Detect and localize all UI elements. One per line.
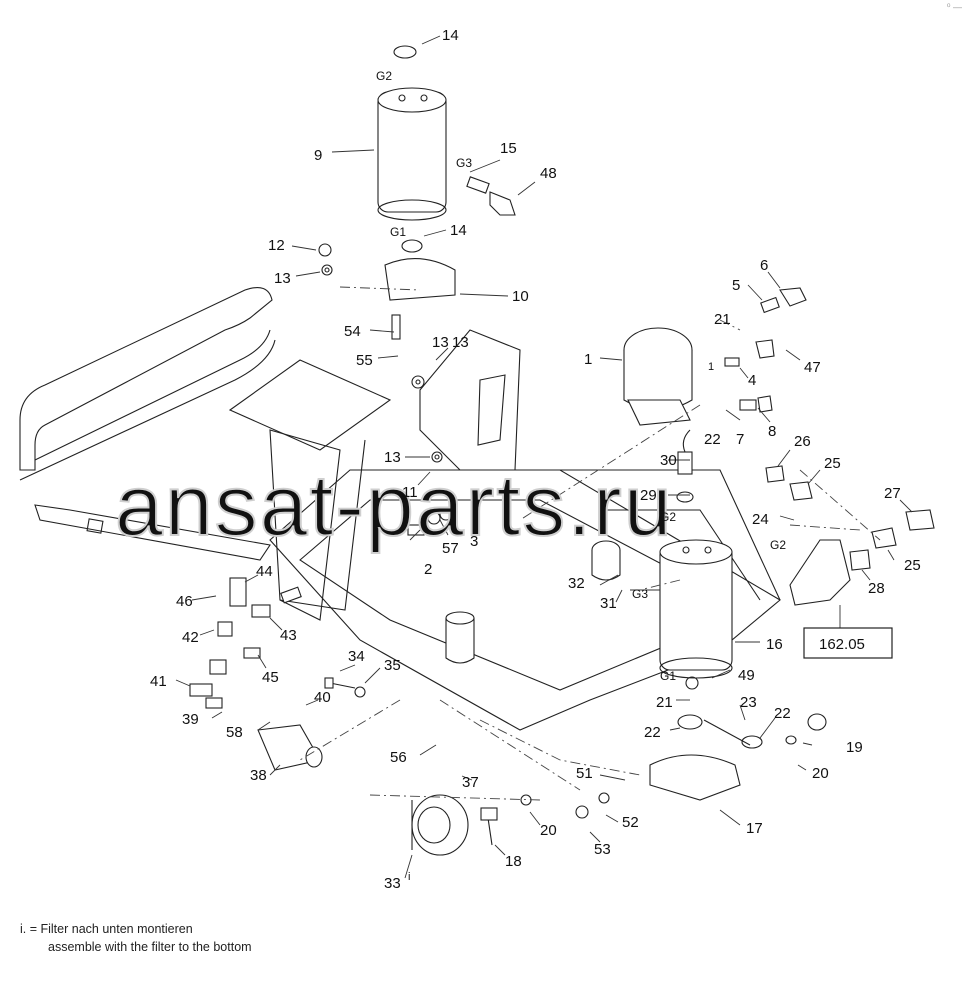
part-label: 40 [314, 689, 331, 706]
part-label: 15 [500, 140, 517, 157]
footnote-line-german: i. = Filter nach unten montieren [20, 922, 193, 936]
part-label: 12 [268, 237, 285, 254]
part-label: 14 [450, 222, 467, 239]
part-label: 58 [226, 724, 243, 741]
port-label: G3 [632, 587, 648, 601]
part-label: 6 [760, 257, 768, 274]
part-label: 43 [280, 627, 297, 644]
part-label: 5 [732, 277, 740, 294]
port-label: G1 [660, 669, 676, 683]
part-label: 25 [904, 557, 921, 574]
pressure-valve [789, 539, 851, 606]
part-label: 2 [424, 561, 432, 578]
part-label: 22 [644, 724, 661, 741]
part-label: 19 [846, 739, 863, 756]
port-label: G2 [660, 510, 676, 524]
part-label: 10 [512, 288, 529, 305]
part-label: 18 [505, 853, 522, 870]
part-label: 52 [622, 814, 639, 831]
part-label: 27 [884, 485, 901, 502]
part-label: 13 [384, 449, 401, 466]
part-label: 7 [736, 431, 744, 448]
part-label: 57 [442, 540, 459, 557]
part-label: 23 [740, 694, 757, 711]
part-label: 1 [584, 351, 592, 368]
part-label: 53 [594, 841, 611, 858]
small-label: 1 [708, 361, 714, 373]
part-label: 47 [804, 359, 821, 376]
part-label: 44 [256, 563, 273, 580]
part-label: 14 [442, 27, 459, 44]
part-label: 41 [150, 673, 167, 690]
part-label: 49 [738, 667, 755, 684]
part-label: 16 [766, 636, 783, 653]
part-label: 9 [314, 147, 322, 164]
part-label: 55 [356, 352, 373, 369]
part-label: 56 [390, 749, 407, 766]
tank-saddle-top [384, 258, 456, 301]
filter-mark: i [408, 871, 410, 883]
line-filter [411, 794, 469, 856]
port-label: G2 [376, 69, 392, 83]
part-label: 30 [660, 452, 677, 469]
part-label: 45 [262, 669, 279, 686]
reference-box: 162.05 [803, 627, 893, 659]
part-label: 20 [540, 822, 557, 839]
part-label: 32 [568, 575, 585, 592]
part-label: 25 [824, 455, 841, 472]
footnote-line-english: assemble with the filter to the bottom [48, 940, 252, 954]
footnote: i. = Filter nach unten montieren assembl… [20, 920, 252, 956]
port-labels: G2 G3 G1 G2 G3 G2 G1 [376, 69, 786, 683]
part-label: 13 [274, 270, 291, 287]
bent-pipe [19, 287, 273, 471]
part-label: 39 [182, 711, 199, 728]
part-label: 46 [176, 593, 193, 610]
part-label: 4 [748, 372, 756, 389]
part-label: 8 [768, 423, 776, 440]
part-label: 34 [348, 648, 365, 665]
part-label: 17 [746, 820, 763, 837]
part-label: 13 [452, 334, 469, 351]
part-label: 35 [384, 657, 401, 674]
mounting-plate [228, 359, 392, 451]
part-label: 28 [868, 580, 885, 597]
part-label: 29 [640, 487, 657, 504]
part-label: 38 [250, 767, 267, 784]
part-label: 22 [704, 431, 721, 448]
plug-14-bottom [401, 239, 423, 253]
part-number-labels: 14 9 15 48 14 12 13 10 54 55 13 13 1 5 6… [150, 27, 921, 892]
tank-saddle-bottom [649, 754, 741, 801]
part-label: 51 [576, 765, 593, 782]
part-label: 20 [812, 765, 829, 782]
part-label: 22 [774, 705, 791, 722]
corner-mark: ⁰ — [946, 2, 962, 12]
part-label: 48 [540, 165, 557, 182]
part-label: 31 [600, 595, 617, 612]
part-label: 24 [752, 511, 769, 528]
port-label: G1 [390, 225, 406, 239]
part-label: 21 [714, 311, 731, 328]
part-label: 11 [402, 484, 418, 501]
part-label: 33 [384, 875, 401, 892]
support-strip [34, 504, 271, 561]
watermark: ansat-parts.ru [115, 458, 674, 554]
port-label: G3 [456, 156, 472, 170]
air-dryer [623, 327, 693, 426]
tank-bracket [419, 329, 521, 471]
part-label: 26 [794, 433, 811, 450]
part-label: 13 [432, 334, 449, 351]
part-label: 3 [470, 533, 478, 550]
air-tank-top [377, 87, 447, 221]
part-label: 54 [344, 323, 361, 340]
air-tank-bottom [659, 539, 733, 679]
part-label: 37 [462, 774, 479, 791]
part-label: 42 [182, 629, 199, 646]
plug-14-top [393, 45, 417, 59]
part-label: 21 [656, 694, 673, 711]
port-label: G2 [770, 538, 786, 552]
reference-number: 162.05 [819, 636, 865, 653]
